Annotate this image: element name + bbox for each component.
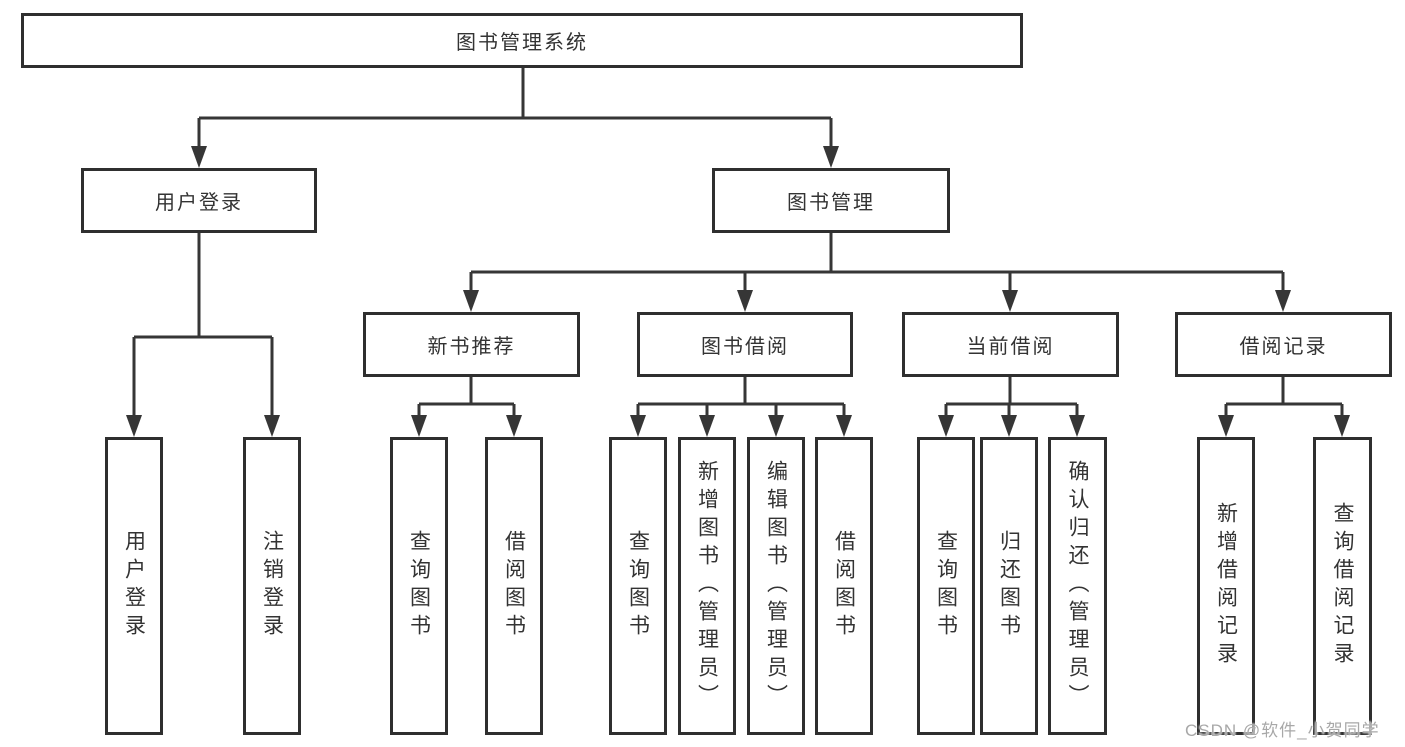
node-root: 图书管理系统: [21, 13, 1023, 68]
leaf-logout: 注销登录: [243, 437, 301, 735]
connector-borrowrecords-to-leaves: [1218, 377, 1350, 437]
node-new-book-recommendation: 新书推荐: [363, 312, 580, 377]
leaf-confirm-return-admin: 确认归还（管理员）: [1048, 437, 1107, 735]
leaf-borrow-books: 借阅图书: [485, 437, 543, 735]
connector-bookmgmt-to-level3: [463, 233, 1291, 312]
leaf-return-books: 归还图书: [980, 437, 1038, 735]
node-book-borrowing: 图书借阅: [637, 312, 853, 377]
leaf-query-books: 查询图书: [609, 437, 667, 735]
node-borrowing-records: 借阅记录: [1175, 312, 1392, 377]
csdn-watermark: CSDN @软件_小贺同学: [1185, 721, 1380, 740]
leaf-query-books: 查询图书: [390, 437, 448, 735]
connector-root-to-level2: [191, 68, 839, 168]
leaf-query-books: 查询图书: [917, 437, 975, 735]
leaf-add-books-admin: 新增图书（管理员）: [678, 437, 736, 735]
node-user-login: 用户登录: [81, 168, 317, 233]
connector-newbookrec-to-leaves: [411, 377, 522, 437]
connector-userlogin-to-leaves: [126, 233, 280, 437]
leaf-borrow-books: 借阅图书: [815, 437, 873, 735]
node-book-management: 图书管理: [712, 168, 950, 233]
connector-currentborrow-to-leaves: [938, 377, 1085, 437]
leaf-edit-books-admin: 编辑图书（管理员）: [747, 437, 805, 735]
leaf-query-borrow-record: 查询借阅记录: [1313, 437, 1372, 735]
leaf-user-login: 用户登录: [105, 437, 163, 735]
connector-bookborrow-to-leaves: [630, 377, 852, 437]
node-current-borrowing: 当前借阅: [902, 312, 1119, 377]
leaf-add-borrow-record: 新增借阅记录: [1197, 437, 1255, 735]
